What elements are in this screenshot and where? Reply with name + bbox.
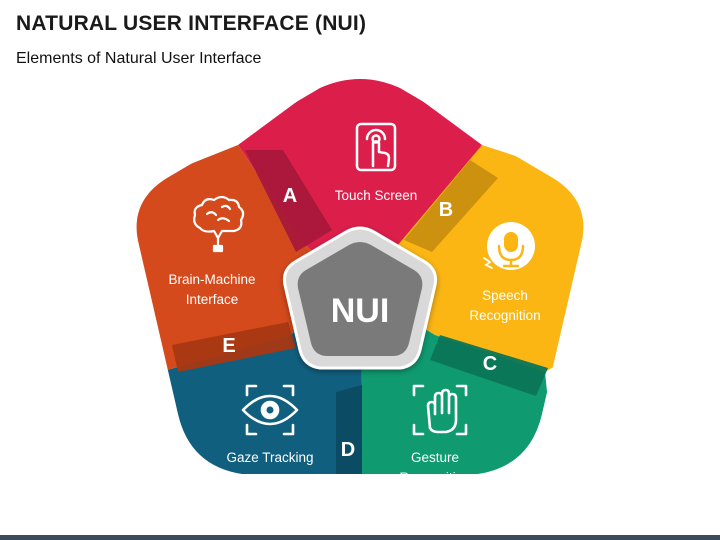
brain-icon: [193, 195, 245, 253]
divider-band-a: [245, 150, 332, 252]
letter-e: E: [222, 335, 235, 357]
divider-band-b: [404, 160, 498, 252]
eye-icon: [241, 384, 299, 436]
letter-b: B: [439, 199, 453, 221]
label-brain-line1: Brain-Machine: [168, 272, 255, 287]
page-subtitle: Elements of Natural User Interface: [16, 50, 262, 67]
label-touch-screen: Touch Screen: [335, 188, 418, 203]
center-label: NUI: [331, 292, 390, 330]
center-hub: [283, 226, 437, 370]
segment-touch-screen: [360, 79, 482, 290]
hand-gesture-icon: [412, 384, 468, 436]
microphone-icon: [483, 222, 535, 270]
divider-band-d: [336, 385, 362, 474]
footer-bar: [0, 535, 720, 540]
divider-band-e: [172, 322, 296, 372]
divider-band-c: [430, 335, 548, 396]
letter-a: A: [283, 185, 297, 207]
label-brain-line2: Interface: [186, 292, 239, 307]
page-title: NATURAL USER INTERFACE (NUI): [16, 12, 367, 35]
label-gesture-line1: Gesture: [411, 450, 459, 465]
center-hub-inner: [297, 242, 423, 356]
letter-d: D: [341, 439, 355, 461]
label-gesture-line2: Recognition: [399, 470, 470, 485]
touch-screen-icon: [355, 122, 397, 172]
label-gaze-tracking: Gaze Tracking: [226, 450, 313, 465]
label-speech-line2: Recognition: [469, 308, 540, 323]
label-speech-line1: Speech: [482, 288, 528, 303]
pentagon-segments: [136, 79, 584, 474]
letter-c: C: [483, 353, 497, 375]
